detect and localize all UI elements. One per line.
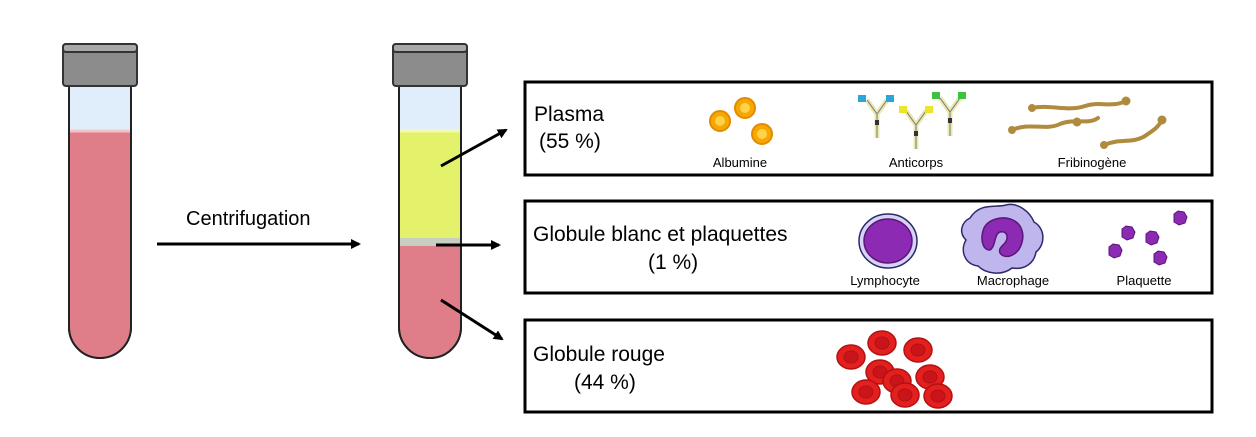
fibrinogen-label: Fribinogène xyxy=(1058,155,1127,170)
plasma-arrow xyxy=(440,128,508,168)
buffy-coat-box: Globule blanc et plaquettes (1 %) Lympho… xyxy=(523,199,1214,295)
tube-before-blood xyxy=(70,131,130,357)
red-cell-box: Globule rouge (44 %) xyxy=(523,318,1214,414)
macrophage-icon xyxy=(960,203,1044,274)
tube-after-buffy-coat-layer xyxy=(400,238,460,246)
plasma-title: Plasma xyxy=(534,103,604,126)
tube-after xyxy=(392,43,468,359)
plasma-box: Plasma (55 %) Albumine Anticorps xyxy=(523,80,1214,177)
antibody-label: Anticorps xyxy=(889,155,944,170)
red-cell-title: Globule rouge xyxy=(533,343,665,366)
centrifugation-step: Centrifugation xyxy=(157,208,361,249)
antibody-icon xyxy=(858,92,966,149)
plasma-percent: (55 %) xyxy=(539,130,601,153)
macrophage-label: Macrophage xyxy=(977,273,1049,288)
fibrinogen-icon xyxy=(1008,96,1167,149)
red-cell-arrow xyxy=(440,298,504,341)
tube-after-plasma-layer xyxy=(400,131,460,238)
lymphocyte-icon xyxy=(858,213,918,269)
tube-after-red-cell-layer xyxy=(400,246,460,357)
tube-before xyxy=(62,43,138,359)
lymphocyte-label: Lymphocyte xyxy=(850,273,920,288)
platelet-label: Plaquette xyxy=(1117,273,1172,288)
red-cell-percent: (44 %) xyxy=(574,371,636,394)
centrifugation-label: Centrifugation xyxy=(186,208,311,230)
buffy-coat-percent: (1 %) xyxy=(648,251,698,274)
buffy-coat-title: Globule blanc et plaquettes xyxy=(533,223,788,246)
albumin-label: Albumine xyxy=(713,155,767,170)
